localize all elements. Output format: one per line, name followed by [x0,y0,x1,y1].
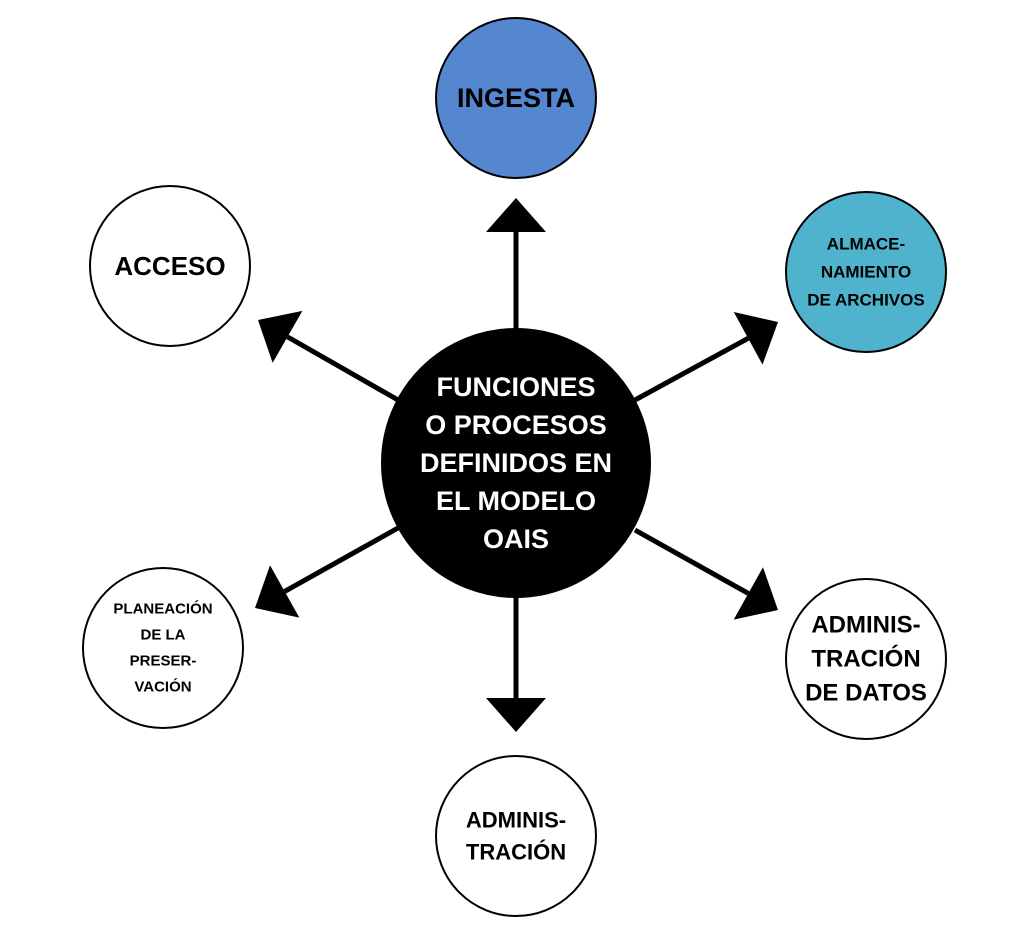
node-acceso-circle [89,185,251,347]
arrow-to-admin-datos-line [633,527,750,596]
node-acceso: ACCESO [89,185,251,347]
arrow-to-planeacion-head [255,565,300,618]
node-planeacion-label-line: VACIÓN [134,678,191,696]
node-ingesta-label-line: INGESTA [457,83,575,113]
arrow-to-acceso-line [286,334,400,403]
arrow-to-almacenamiento-line [633,336,750,403]
node-administracion-circle [435,755,597,917]
arrow-to-almacenamiento-head [733,311,778,365]
node-planeacion: PLANEACIÓN DE LA PRESER- VACIÓN [82,567,244,729]
node-admin-datos-label-line: DE DATOS [805,680,927,707]
arrow-to-administracion-head [486,698,546,732]
node-administracion-label-line: ADMINIS- [466,808,566,833]
arrow-to-planeacion-line [283,525,400,594]
node-admin-datos-circle [785,578,947,740]
node-almacenamiento-label-line: DE ARCHIVOS [807,291,924,310]
node-acceso-label-line: ACCESO [114,251,225,281]
node-ingesta: INGESTA [435,17,597,179]
center-node-label-line: FUNCIONES [436,372,595,402]
arrow-to-admin-datos-head [733,567,778,620]
node-administracion: ADMINIS- TRACIÓN [435,755,597,917]
center-node-label-line: OAIS [483,524,549,554]
center-node: FUNCIONES O PROCESOS DEFINIDOS EN EL MODELO… [381,328,651,598]
node-admin-datos: ADMINIS- TRACIÓN DE DATOS [785,578,947,740]
node-planeacion-circle [82,567,244,729]
node-almacenamiento: ALMACE- NAMIENTO DE ARCHIVOS [785,191,947,353]
node-admin-datos-label-line: TRACIÓN [811,645,920,673]
center-node-circle [381,328,651,598]
arrow-to-ingesta-head [486,198,546,232]
center-node-label-line: DEFINIDOS EN [420,448,612,478]
center-node-label-line: O PROCESOS [425,410,607,440]
node-planeacion-label-line: PLANEACIÓN [113,600,212,618]
node-admin-datos-label-line: ADMINIS- [811,612,920,639]
nodes-group: INGESTA ALMACE- NAMIENTO DE ARCHIVOS ADMINIS… [82,17,947,917]
node-planeacion-label-line: PRESER- [130,653,197,670]
arrows-group [255,198,778,732]
node-planeacion-label-line: DE LA [141,627,186,644]
node-ingesta-circle [435,17,597,179]
node-almacenamiento-label-line: ALMACE- [827,235,905,254]
node-almacenamiento-circle [785,191,947,353]
arrow-to-acceso-head [258,310,303,363]
node-almacenamiento-label-line: NAMIENTO [821,263,911,282]
node-administracion-label-line: TRACIÓN [466,840,566,865]
center-node-label-line: EL MODELO [436,486,596,516]
